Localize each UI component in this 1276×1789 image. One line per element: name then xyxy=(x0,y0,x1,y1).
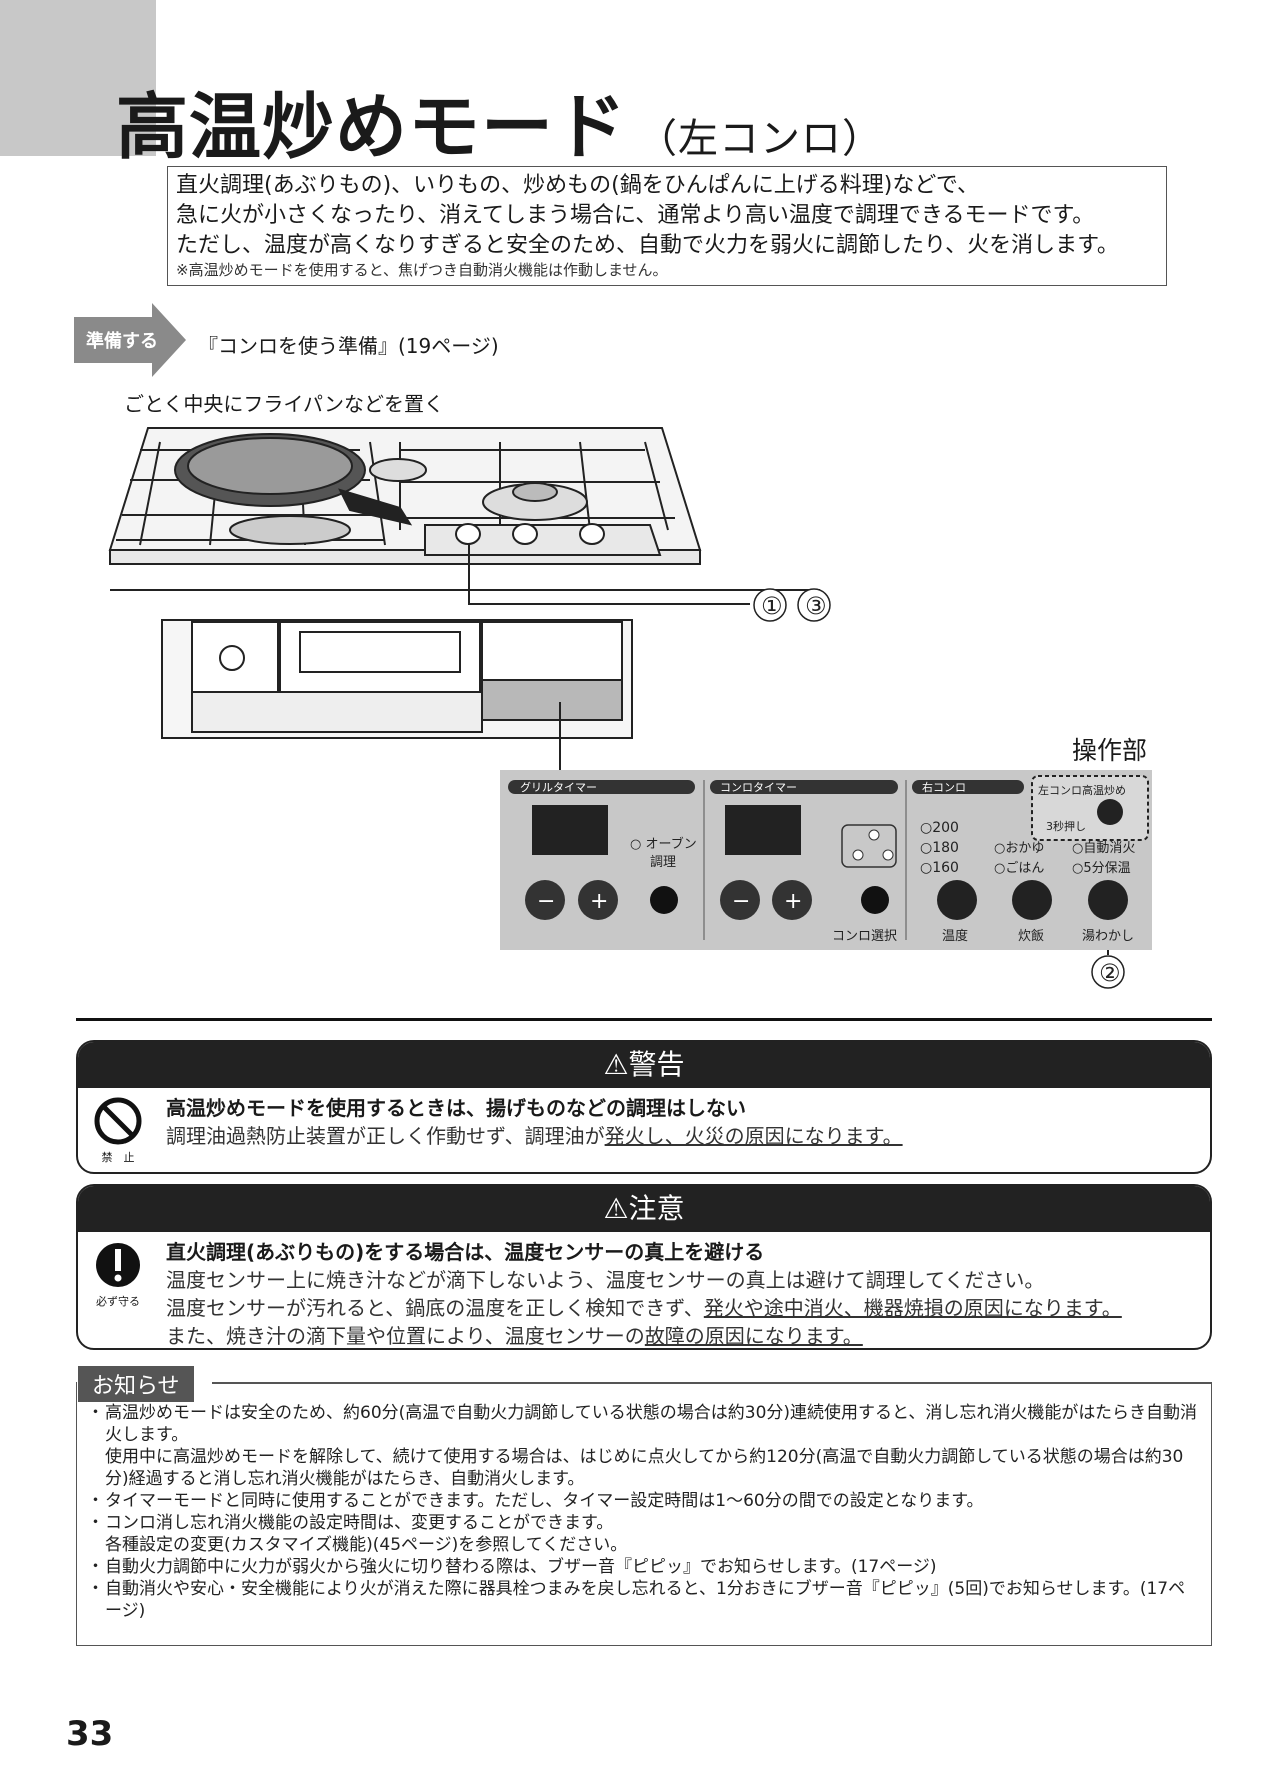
temp-button[interactable] xyxy=(937,880,977,920)
caution-heading: 直火調理(あぶりもの)をする場合は、温度センサーの真上を避ける xyxy=(166,1240,765,1264)
prep-label: 準備する xyxy=(86,330,158,352)
intro-box: 直火調理(あぶりもの)、いりもの、炒めもの(鍋をひんぱんに上げる料理)などで、 … xyxy=(167,166,1167,286)
mandatory-icon: 必ず守る xyxy=(88,1240,148,1309)
grill-plus-button[interactable] xyxy=(578,880,618,920)
oven-label: ○ オーブン xyxy=(630,836,697,852)
callout-2: ② xyxy=(1099,959,1121,987)
info-item: 自動消火や安心・安全機能により火が消えた際に器具栓つまみを戻し忘れると、1分おき… xyxy=(87,1578,1201,1622)
info-tab: お知らせ xyxy=(78,1366,194,1402)
konro-select-button[interactable] xyxy=(861,886,889,914)
mandatory-label: 必ず守る xyxy=(96,1295,140,1308)
plus-symbol: + xyxy=(590,889,608,914)
warning-box: ⚠警告 禁 止 高温炒めモードを使用するときは、揚げものなどの調理はしない 調理… xyxy=(76,1040,1212,1174)
oven-label-2: 調理 xyxy=(650,855,676,870)
panel-label: 操作部 xyxy=(1072,736,1148,765)
corner-tab xyxy=(0,0,156,156)
minus-symbol: − xyxy=(537,889,555,914)
high-temp-box xyxy=(1031,775,1149,841)
caution-line2-plain: 温度センサーが汚れると、鍋底の温度を正しく検知できず、 xyxy=(166,1296,704,1320)
caution-line2-underline: 発火や途中消火、機器焼損の原因になります。 xyxy=(703,1296,1122,1320)
konro-select-label: コンロ選択 xyxy=(832,929,897,944)
info-item: コンロ消し忘れ消火機能の設定時間は、変更することができます。 xyxy=(87,1512,1201,1534)
temp-160: ○160 xyxy=(920,860,959,876)
title-text: 高温炒めモード xyxy=(116,85,628,169)
caution-line: 温度センサーが汚れると、鍋底の温度を正しく検知できず、発火や途中消火、機器焼損の… xyxy=(166,1294,1196,1322)
intro-line: ただし、温度が高くなりすぎると安全のため、自動で火力を弱火に調節したり、火を消し… xyxy=(176,233,1119,258)
temp-label: 温度 xyxy=(942,928,968,944)
prep-reference: 『コンロを使う準備』(19ページ) xyxy=(198,334,499,358)
prohibited-label: 禁 止 xyxy=(101,1151,135,1164)
prohibited-icon: 禁 止 xyxy=(88,1096,148,1165)
warning-text-underline: 発火し、火災の原因になります。 xyxy=(604,1124,903,1148)
prep-arrow-icon: 準備する xyxy=(74,303,186,377)
keep5-label: ○5分保温 xyxy=(1072,861,1131,876)
rice-label: 炊飯 xyxy=(1018,929,1044,944)
warning-text: 調理油過熱防止装置が正しく作動せず、調理油が発火し、火災の原因になります。 xyxy=(166,1122,1196,1150)
page-title: 高温炒めモード（左コンロ） xyxy=(116,68,883,173)
intro-line: 急に火が小さくなったり、消えてしまう場合に、通常より高い温度で調理できるモードで… xyxy=(176,203,1095,228)
divider xyxy=(76,1018,1212,1021)
page-number: 33 xyxy=(66,1714,114,1754)
warning-heading: 高温炒めモードを使用するときは、揚げものなどの調理はしない xyxy=(166,1096,746,1120)
caution-line: 温度センサー上に焼き汁などが滴下しないよう、温度センサーの真上は避けて調理してく… xyxy=(166,1268,1045,1292)
info-item: 自動火力調節中に火力が弱火から強火に切り替わる際は、ブザー音『ピピッ』でお知らせ… xyxy=(87,1556,1201,1578)
intro-note: ※高温炒めモードを使用すると、焦げつき自動消火機能は作動しません。 xyxy=(176,261,668,279)
warning-text-plain: 調理油過熱防止装置が正しく作動せず、調理油が xyxy=(166,1124,605,1148)
caution-line: また、焼き汁の滴下量や位置により、温度センサーの故障の原因になります。 xyxy=(166,1322,1196,1348)
info-item-cont: 使用中に高温炒めモードを解除して、続けて使用する場合は、はじめに点火してから約1… xyxy=(105,1447,1184,1489)
stove-illustration: ① ③ ② グリルタイマー コンロタイマー 右コンロ ○ オーブン 調理 ○20… xyxy=(108,427,1152,989)
grill-minus-button[interactable] xyxy=(525,880,565,920)
plus-symbol: + xyxy=(784,889,802,914)
grill-timer-label: グリルタイマー xyxy=(520,780,597,794)
step-instruction: ごとく中央にフライパンなどを置く xyxy=(124,392,444,416)
info-item: 高温炒めモードは安全のため、約60分(高温で自動火力調節している状態の場合は約3… xyxy=(87,1402,1201,1446)
warning-header: ⚠警告 xyxy=(78,1042,1210,1088)
konro-timer-display xyxy=(725,805,801,855)
info-item: タイマーモードと同時に使用することができます。ただし、タイマー設定時間は1〜60… xyxy=(87,1490,1201,1512)
title-subtitle: （左コンロ） xyxy=(637,116,884,162)
minus-symbol: − xyxy=(732,889,750,914)
press3-label: 3秒押し xyxy=(1046,819,1086,833)
okayu-label: ○おかゆ xyxy=(994,841,1044,856)
caution-line3-underline: 故障の原因になります。 xyxy=(644,1324,863,1348)
oven-button[interactable] xyxy=(650,886,678,914)
caution-header: ⚠注意 xyxy=(78,1186,1210,1232)
auto-off-label: ○自動消火 xyxy=(1072,841,1135,856)
high-temp-label: 左コンロ高温炒め xyxy=(1038,783,1126,797)
right-konro-label: 右コンロ xyxy=(922,780,966,794)
caution-line3-plain: また、焼き汁の滴下量や位置により、温度センサーの xyxy=(166,1324,645,1348)
intro-line: 直火調理(あぶりもの)、いりもの、炒めもの(鍋をひんぱんに上げる料理)などで、 xyxy=(176,173,980,198)
info-item-cont: 各種設定の変更(カスタマイズ機能)(45ページ)を参照してください。 xyxy=(105,1535,628,1555)
gohan-label: ○ごはん xyxy=(994,860,1044,876)
boil-label: 湯わかし xyxy=(1082,929,1134,944)
info-top-line xyxy=(212,1382,1212,1384)
boil-button[interactable] xyxy=(1088,880,1128,920)
temp-180: ○180 xyxy=(920,840,959,856)
grill-timer-display xyxy=(532,805,608,855)
info-box: 高温炒めモードは安全のため、約60分(高温で自動火力調節している状態の場合は約3… xyxy=(76,1382,1212,1646)
callout-3: ③ xyxy=(805,592,827,620)
konro-minus-button[interactable] xyxy=(720,880,760,920)
callout-1: ① xyxy=(761,592,783,620)
rice-button[interactable] xyxy=(1012,880,1052,920)
konro-timer-label: コンロタイマー xyxy=(720,781,797,794)
caution-box: ⚠注意 必ず守る 直火調理(あぶりもの)をする場合は、温度センサーの真上を避ける… xyxy=(76,1184,1212,1350)
temp-200: ○200 xyxy=(920,820,959,836)
high-temp-button[interactable] xyxy=(1097,799,1123,825)
konro-plus-button[interactable] xyxy=(772,880,812,920)
